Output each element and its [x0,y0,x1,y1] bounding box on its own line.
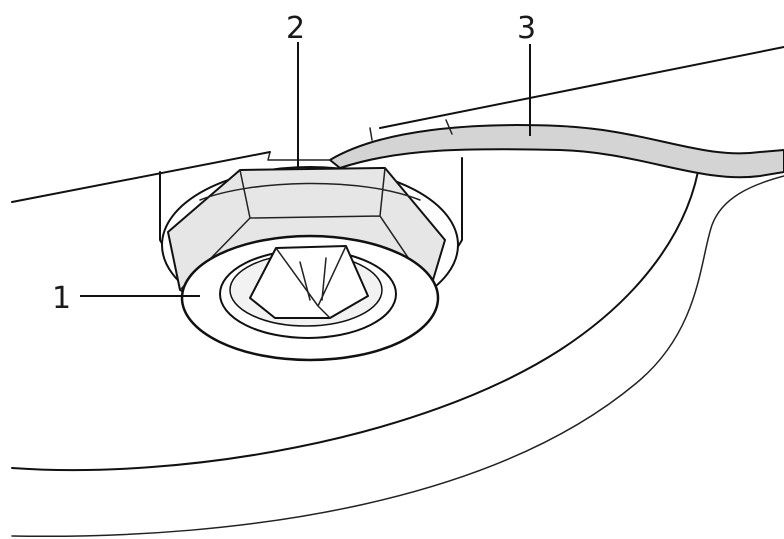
callout-3: 3 [517,11,536,46]
bracket-outer-curve [11,175,784,538]
cable [329,124,784,179]
panel-top-edge [11,46,784,203]
callout-2: 2 [286,11,305,46]
cable-end-lines [267,119,453,161]
bolt-socket [249,245,369,319]
bracket-inner-curve [11,159,701,472]
callout-1: 1 [52,281,71,316]
